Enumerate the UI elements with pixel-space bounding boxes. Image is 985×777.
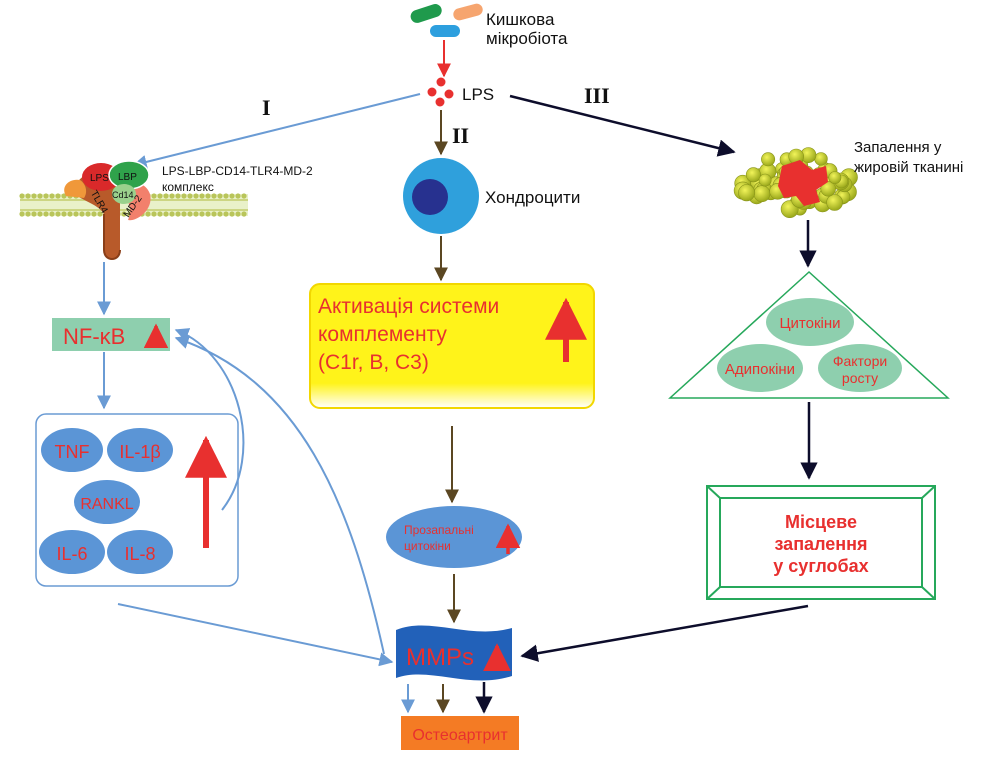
rankl-label: RANKL [80,496,133,513]
adipose-label-line2: жировій тканині [854,159,963,176]
local-inflammation-line3: у суглобах [773,556,868,576]
complex-title-line2: комплекс [162,180,214,194]
il1b-label: IL-1β [119,442,160,462]
il1b-cell [107,428,173,472]
proinflam-line1: Прозапальні [404,523,474,537]
lps-molecule-icon [427,77,454,107]
pathway-two-label: II [452,123,469,148]
microbiota-label-line1: Кишкова [486,10,555,29]
il8-cell [107,530,173,574]
il6-label: IL-6 [56,544,87,564]
pathway-three-label: III [584,83,610,108]
tnf-cell [41,428,103,472]
local-inflammation-to-mmps-arrow [520,604,809,662]
osteoarthritis-label: Остеоартрит [412,727,508,744]
lps-label: LPS [462,85,494,104]
complement-box [309,283,595,409]
triangle-adipokines-label: Адипокіни [725,361,795,378]
tnf-label: TNF [55,442,90,462]
chondrocytes-label: Хондроцити [485,188,580,207]
triangle-growth-line2: росту [842,370,878,386]
local-inflammation-line2: запалення [774,534,867,554]
complement-line3: (C1r, B, C3) [318,351,429,374]
pathway-one-label: I [262,95,271,120]
cytokines-to-nfkb-feedback-arrow [174,328,245,511]
local-inflammation-frame [706,485,936,600]
triangle-cytokines-label: Цитокіни [779,315,840,332]
complement-line2: комплементу [318,323,447,346]
adipokines-ellipse [717,344,803,392]
triangle-growth-line1: Фактори [833,353,887,369]
microbiota-icon [410,3,483,37]
adipose-label-line1: Запалення у [854,139,942,156]
pathway-three-arrow [509,94,736,157]
complex-lbp-label: LBP [118,172,137,183]
chondrocyte-nucleus-icon [412,179,448,215]
pathway-one-arrow [132,93,421,169]
mmps-label: MMPs [406,644,474,671]
complex-lps-label: LPS [90,173,109,184]
adipose-tissue-icon [733,147,858,219]
proinflam-line2: цитокіни [404,539,451,553]
proinflam-cytokines-ellipse [386,506,522,568]
mmps-to-nfkb-feedback-arrow [174,335,385,655]
local-inflammation-line1: Місцеве [785,512,857,532]
complement-line1: Активація системи [318,295,499,318]
cytokines-ellipse [766,298,854,346]
il8-label: IL-8 [124,544,155,564]
il6-cell [39,530,105,574]
growth-factors-ellipse [818,344,902,392]
microbiota-label-line2: мікробіота [486,29,568,48]
complex-cd14-label: Cd14 [112,190,134,200]
complex-title-line1: LPS-LBP-CD14-TLR4-MD-2 [162,164,313,178]
tlr4-md2-receptor-icon [64,160,151,260]
rankl-cell [74,480,140,524]
nfkb-label: NF-κB [63,324,125,349]
cytokines-to-mmps-arrow [117,603,394,667]
osteoarthritis-box [401,716,519,750]
